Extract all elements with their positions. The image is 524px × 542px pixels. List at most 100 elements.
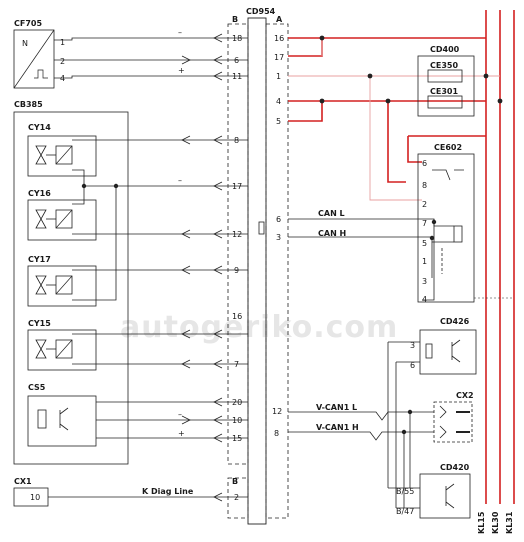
junction-dot (113, 183, 119, 189)
svg-text:18: 18 (232, 34, 242, 43)
svg-text:2: 2 (422, 200, 427, 209)
connector-arrow (213, 492, 223, 502)
minus-symbol-3: – (178, 410, 182, 419)
svg-text:10: 10 (232, 416, 242, 425)
cx1-label: CX1 (14, 477, 32, 486)
cd420-wires (388, 487, 420, 509)
can-h-label: CAN H (318, 229, 346, 238)
cf705-block: CF705 N 1 2 4 (13, 19, 65, 89)
cd954-b-pins: 18 6 11 8 17 12 9 16 7 20 10 15 2 (232, 34, 242, 502)
cy17-valve: CY17 (27, 255, 97, 307)
minus-symbol: – (178, 28, 182, 37)
ce350-label: CE350 (430, 61, 458, 70)
vcan-lines (288, 411, 434, 508)
svg-text:8: 8 (422, 181, 427, 190)
cb385-label: CB385 (14, 100, 43, 109)
switch-icon (432, 169, 464, 181)
svg-text:3: 3 (422, 277, 427, 286)
junction-dot (81, 183, 87, 189)
sensor-element-icon (37, 409, 47, 429)
svg-text:16: 16 (274, 34, 284, 43)
cx2-label: CX2 (456, 391, 474, 400)
svg-text:5: 5 (422, 239, 427, 248)
cf705-pin-4: 4 (60, 74, 65, 83)
svg-text:4: 4 (276, 97, 281, 106)
valve-icon (35, 145, 47, 165)
ce602-relay: CE602 6 8 2 7 5 1 3 4 (417, 143, 475, 304)
can-lines (288, 218, 454, 301)
feed-wires (288, 38, 500, 201)
svg-text:6: 6 (276, 215, 281, 224)
plus-symbol: + (178, 66, 185, 75)
cy14-label: CY14 (28, 123, 51, 132)
ce602-label: CE602 (434, 143, 462, 152)
valve-icon (35, 339, 47, 359)
svg-text:B/47: B/47 (396, 507, 414, 516)
cd954-label: CD954 (246, 7, 276, 16)
cd400-label: CD400 (430, 45, 460, 54)
svg-text:8: 8 (274, 429, 279, 438)
shield-marker (258, 221, 265, 235)
svg-text:16: 16 (232, 312, 242, 321)
vcan-h-label: V-CAN1 H (316, 423, 359, 432)
plus-symbol-2: + (178, 429, 185, 438)
cy15-valve: CY15 (27, 319, 97, 371)
junction-dot (429, 235, 435, 241)
coil-icon (55, 145, 73, 165)
ce301-label: CE301 (430, 87, 458, 96)
cd420-label: CD420 (440, 463, 470, 472)
coil-icon (453, 225, 463, 243)
svg-text:6: 6 (234, 56, 239, 65)
svg-text:15: 15 (232, 434, 242, 443)
svg-text:1: 1 (276, 72, 281, 81)
cx1-pin: 10 (30, 493, 40, 502)
valve-icon (35, 275, 47, 295)
power-wires (288, 37, 486, 183)
cd420-module: CD420 B/55 B/47 (396, 463, 471, 519)
can-l-label: CAN L (318, 209, 345, 218)
cd954-a-pins: 16 17 1 4 5 6 3 12 8 (272, 34, 284, 438)
cb385-wires (72, 139, 248, 439)
svg-text:5: 5 (276, 117, 281, 126)
kl15-label: KL15 (477, 511, 486, 534)
rail-labels: KL15 KL30 KL31 (477, 511, 514, 534)
coil-icon (55, 209, 73, 229)
cd954-side-a: A (276, 15, 283, 24)
cs5-label: CS5 (28, 383, 46, 392)
cy16-valve: CY16 (27, 189, 97, 241)
svg-text:12: 12 (272, 407, 282, 416)
connector-arrows-cb385 (181, 135, 223, 443)
cy15-label: CY15 (28, 319, 51, 328)
svg-text:1: 1 (422, 257, 427, 266)
cy16-label: CY16 (28, 189, 51, 198)
cy17-label: CY17 (28, 255, 51, 264)
fuse-icon (427, 95, 463, 109)
valve-icon (35, 209, 47, 229)
cf705-pin-2: 2 (60, 57, 65, 66)
kl31-label: KL31 (505, 511, 514, 534)
junction-dot (407, 409, 413, 415)
cf705-n-label: N (22, 39, 28, 48)
svg-text:7: 7 (422, 219, 427, 228)
cb385-box (13, 111, 129, 465)
cf705-wires (54, 37, 248, 79)
cd400-fusebox: CD400 CE350 CE301 (417, 45, 475, 117)
svg-text:3: 3 (276, 233, 281, 242)
svg-text:7: 7 (234, 360, 239, 369)
svg-text:B/55: B/55 (396, 487, 414, 496)
connector-arrows-top (181, 33, 223, 81)
junction-dot (401, 429, 407, 435)
svg-text:6: 6 (422, 159, 427, 168)
cf705-box (13, 29, 55, 89)
cf705-diagonal (13, 29, 55, 89)
watermark: autogeriko.com (120, 310, 398, 345)
cy14-valve: CY14 (27, 123, 97, 177)
kdiag-label: K Diag Line (142, 487, 194, 496)
kl30-label: KL30 (491, 511, 500, 534)
cf705-pin-1: 1 (60, 38, 65, 47)
junction-dot (431, 219, 437, 225)
svg-text:9: 9 (234, 266, 239, 275)
connector-arrow (439, 405, 447, 439)
cd954-side-b: B (232, 15, 238, 24)
coil-icon (55, 339, 73, 359)
